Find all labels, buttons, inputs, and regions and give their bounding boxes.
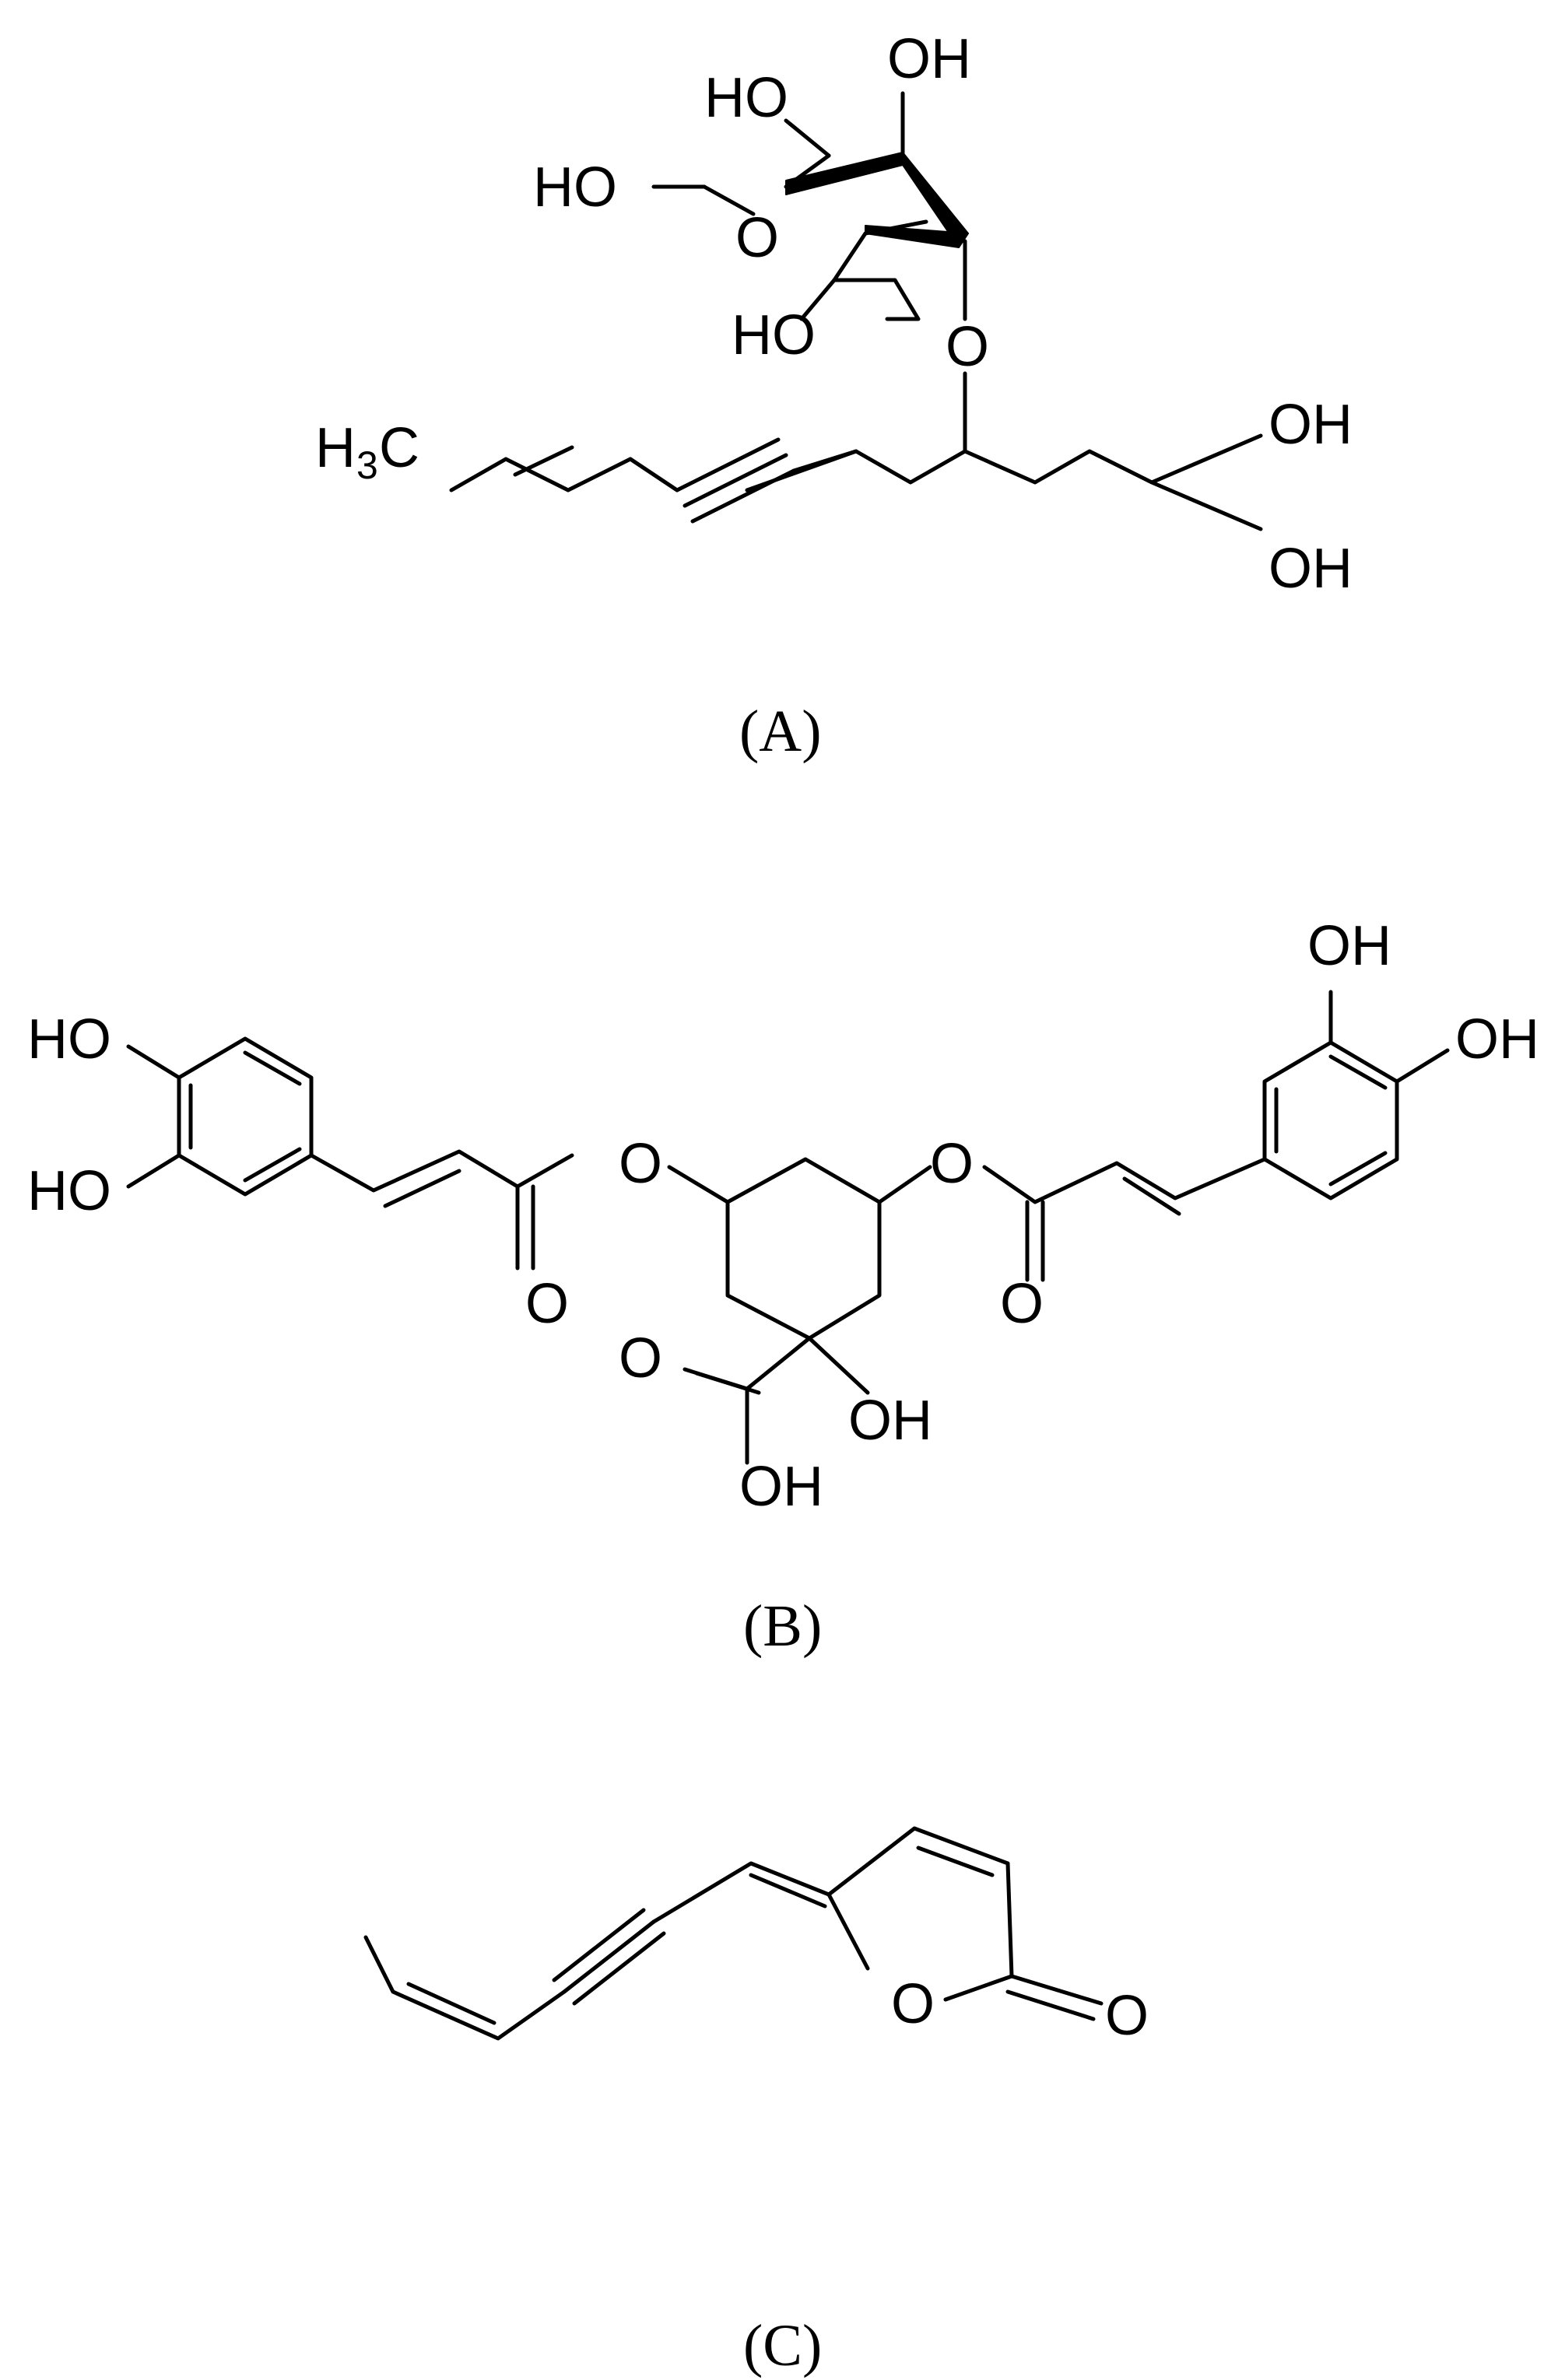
atom-carbonyl-o-left: O — [525, 1273, 569, 1335]
structure-b: HO HO O O O O OH OH O OH OH (B) — [27, 915, 1539, 1659]
wedge-bond-3 — [865, 225, 969, 248]
atom-oh-top: OH — [887, 28, 971, 90]
right-benzene-ring — [1262, 1040, 1399, 1201]
c-exocyclic-bonds — [651, 1861, 831, 1924]
triple-bond — [675, 437, 796, 524]
atom-methyl-h: H — [315, 417, 356, 479]
atom-quat-oh: OH — [848, 1390, 932, 1452]
atom-oh-r1: OH — [1307, 915, 1391, 977]
caption-b: (B) — [743, 1593, 822, 1659]
atom-ho-left: HO — [533, 156, 617, 219]
atom-methyl-c: C — [379, 417, 419, 479]
atom-ester-o-right: O — [930, 1133, 974, 1195]
chain-bonds — [449, 371, 1263, 531]
carbonyl-bond — [1005, 1974, 1104, 2021]
atom-ring-o-a: O — [735, 207, 779, 269]
structure-c: O O (C) — [363, 1826, 1149, 2378]
double-bond — [513, 445, 574, 477]
cyclohexane-ring — [725, 1157, 882, 1341]
right-hydroxy-bonds — [1328, 990, 1450, 1084]
atom-ho-2: HO — [27, 1160, 111, 1222]
left-hydroxy-bonds — [126, 1044, 181, 1189]
caption-a: (A) — [739, 699, 822, 764]
atom-methyl-sub: 3 — [356, 443, 378, 487]
atom-acid-oh: OH — [739, 1456, 823, 1518]
atom-carbonyl-o-right: O — [1000, 1273, 1044, 1335]
atom-oh-r2: OH — [1455, 1008, 1539, 1071]
cyclohexane-substituents — [667, 1165, 932, 1465]
atom-ho-ch2: HO — [732, 304, 816, 366]
atom-glyco-o: O — [946, 316, 989, 378]
caption-c: (C) — [743, 2313, 822, 2378]
furanone-ring — [826, 1826, 1014, 2002]
sugar-substituent-bonds — [651, 91, 967, 321]
atom-ho-1: HO — [27, 1008, 111, 1071]
right-acrylate-bonds — [982, 1157, 1267, 1282]
atom-acid-o: O — [619, 1327, 662, 1390]
atom-oh-a: OH — [1268, 394, 1353, 456]
atom-carbonyl-o-c: O — [1105, 1985, 1149, 2047]
left-acrylate-bonds — [309, 1149, 574, 1271]
atom-ester-o-left: O — [619, 1133, 662, 1195]
left-benzene-ring — [177, 1036, 314, 1197]
c-triple-bond — [552, 1908, 666, 2006]
structure-a: OH HO HO O HO O H 3 C OH OH (A) — [315, 28, 1353, 764]
c-chain-bonds — [363, 1935, 567, 2041]
atom-ho-upper: HO — [704, 67, 788, 129]
atom-oh-b: OH — [1268, 538, 1353, 600]
atom-ring-o-c: O — [891, 1973, 935, 2035]
triple-connect — [628, 449, 858, 492]
